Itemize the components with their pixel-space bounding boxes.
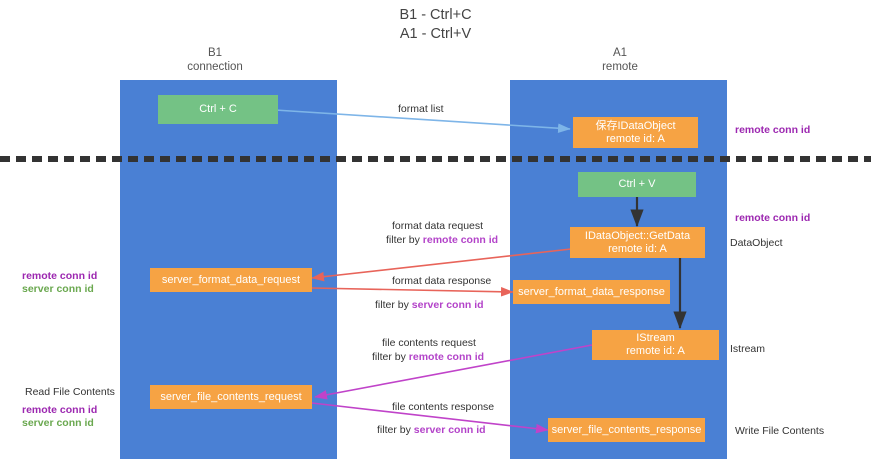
box-save-idataobject[interactable]: 保存IDataObject remote id: A <box>573 117 698 148</box>
filter-prefix: filter by <box>377 424 414 436</box>
diagram-title: B1 - Ctrl+C A1 - Ctrl+V <box>399 7 472 42</box>
side-label-read-file-contents: Read File Contents <box>25 386 115 398</box>
side-label-left-remote-conn-id-mid: remote conn id <box>22 270 98 282</box>
side-label-right-remote-conn-id-top: remote conn id <box>735 124 811 136</box>
side-label-write-file-contents: Write File Contents <box>735 425 825 437</box>
box-ctrl-v[interactable]: Ctrl + V <box>578 172 696 197</box>
box-idataobject-getdata[interactable]: IDataObject::GetData remote id: A <box>570 227 705 258</box>
flow-label-file-contents-response-filter: filter by server conn id <box>377 423 486 437</box>
filter-key-remote-conn-id: remote conn id <box>408 351 485 363</box>
flow-label-format-data-request-filter: filter by remote conn id <box>386 233 498 247</box>
flow-label-format-data-request: format data request <box>392 220 484 232</box>
filter-key-server-conn-id: server conn id <box>411 299 484 311</box>
filter-key-remote-conn-id: remote conn id <box>422 234 499 246</box>
side-label-left-server-conn-id-bottom: server conn id <box>22 417 94 429</box>
side-label-left-server-conn-id-mid: server conn id <box>22 283 94 295</box>
flow-label-format-data-response-filter: filter by server conn id <box>375 298 484 312</box>
flow-label-format-data-response: format data response <box>392 275 492 287</box>
flow-label-format-list: format list <box>398 103 444 115</box>
box-server-file-contents-response[interactable]: server_file_contents_response <box>548 418 705 442</box>
filter-prefix: filter by <box>372 351 409 363</box>
box-server-file-contents-request[interactable]: server_file_contents_request <box>150 385 312 409</box>
flow-label-file-contents-request: file contents request <box>382 337 476 349</box>
side-label-dataobject: DataObject <box>730 237 783 249</box>
filter-key-server-conn-id: server conn id <box>413 424 486 436</box>
column-header-left: B1 connection <box>187 47 243 73</box>
box-istream[interactable]: IStream remote id: A <box>592 330 719 360</box>
flow-label-file-contents-response: file contents response <box>392 401 495 413</box>
box-server-format-data-request[interactable]: server_format_data_request <box>150 268 312 292</box>
flow-label-file-contents-request-filter: filter by remote conn id <box>372 350 484 364</box>
filter-prefix: filter by <box>386 234 423 246</box>
filter-prefix: filter by <box>375 299 412 311</box>
side-label-right-remote-conn-id-mid: remote conn id <box>735 212 811 224</box>
box-ctrl-c[interactable]: Ctrl + C <box>158 95 278 124</box>
column-header-right: A1 remote <box>602 47 638 73</box>
box-server-format-data-response[interactable]: server_format_data_response <box>513 280 670 304</box>
side-label-left-remote-conn-id-bottom: remote conn id <box>22 404 98 416</box>
side-label-istream: Istream <box>730 343 766 355</box>
section-divider <box>0 156 871 162</box>
